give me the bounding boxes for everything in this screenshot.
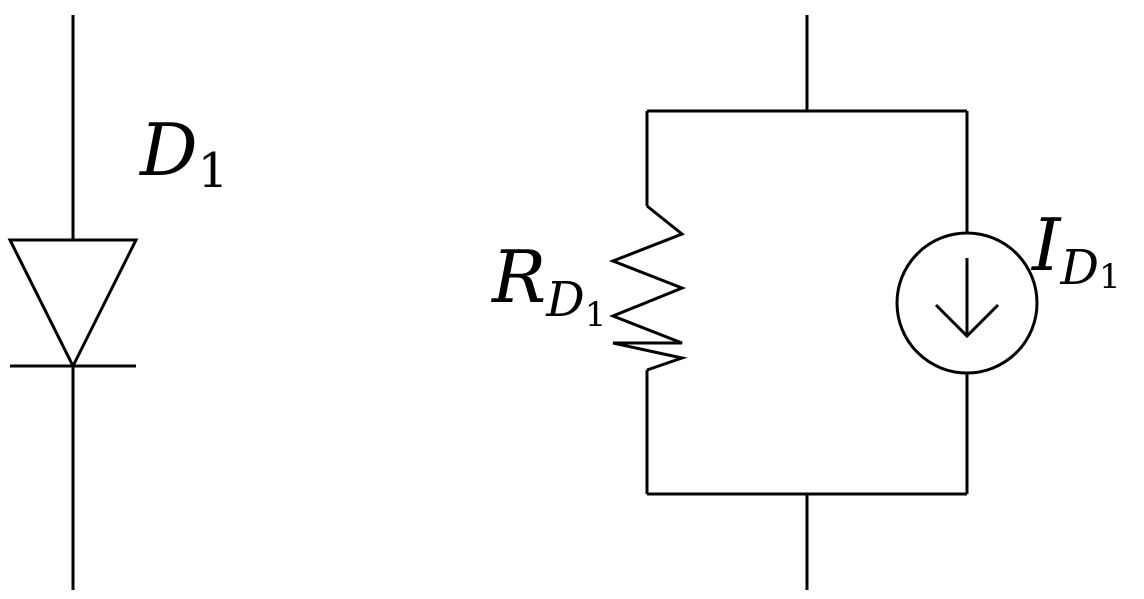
resistor-label: RD1 bbox=[490, 235, 606, 335]
current-source-label-sub-index: 1 bbox=[1099, 257, 1121, 297]
current-source-label: ID1 bbox=[1030, 203, 1121, 297]
diode-symbol bbox=[7, 15, 139, 590]
diode-label-name: D bbox=[138, 108, 198, 192]
resistor-zigzag bbox=[608, 204, 688, 372]
equivalent-circuit bbox=[608, 15, 1039, 590]
arrow-down-icon bbox=[934, 258, 1000, 339]
resistor-label-sub-letter: D bbox=[545, 272, 584, 328]
current-source-label-name: I bbox=[1030, 203, 1062, 287]
resistor-label-sub-index: 1 bbox=[585, 295, 607, 335]
diode-label: D1 bbox=[138, 108, 228, 199]
current-source-label-sub-letter: D bbox=[1059, 240, 1098, 296]
resistor-label-name: R bbox=[490, 235, 546, 319]
diode-triangle bbox=[7, 238, 139, 370]
diode-label-subscript: 1 bbox=[198, 143, 229, 199]
